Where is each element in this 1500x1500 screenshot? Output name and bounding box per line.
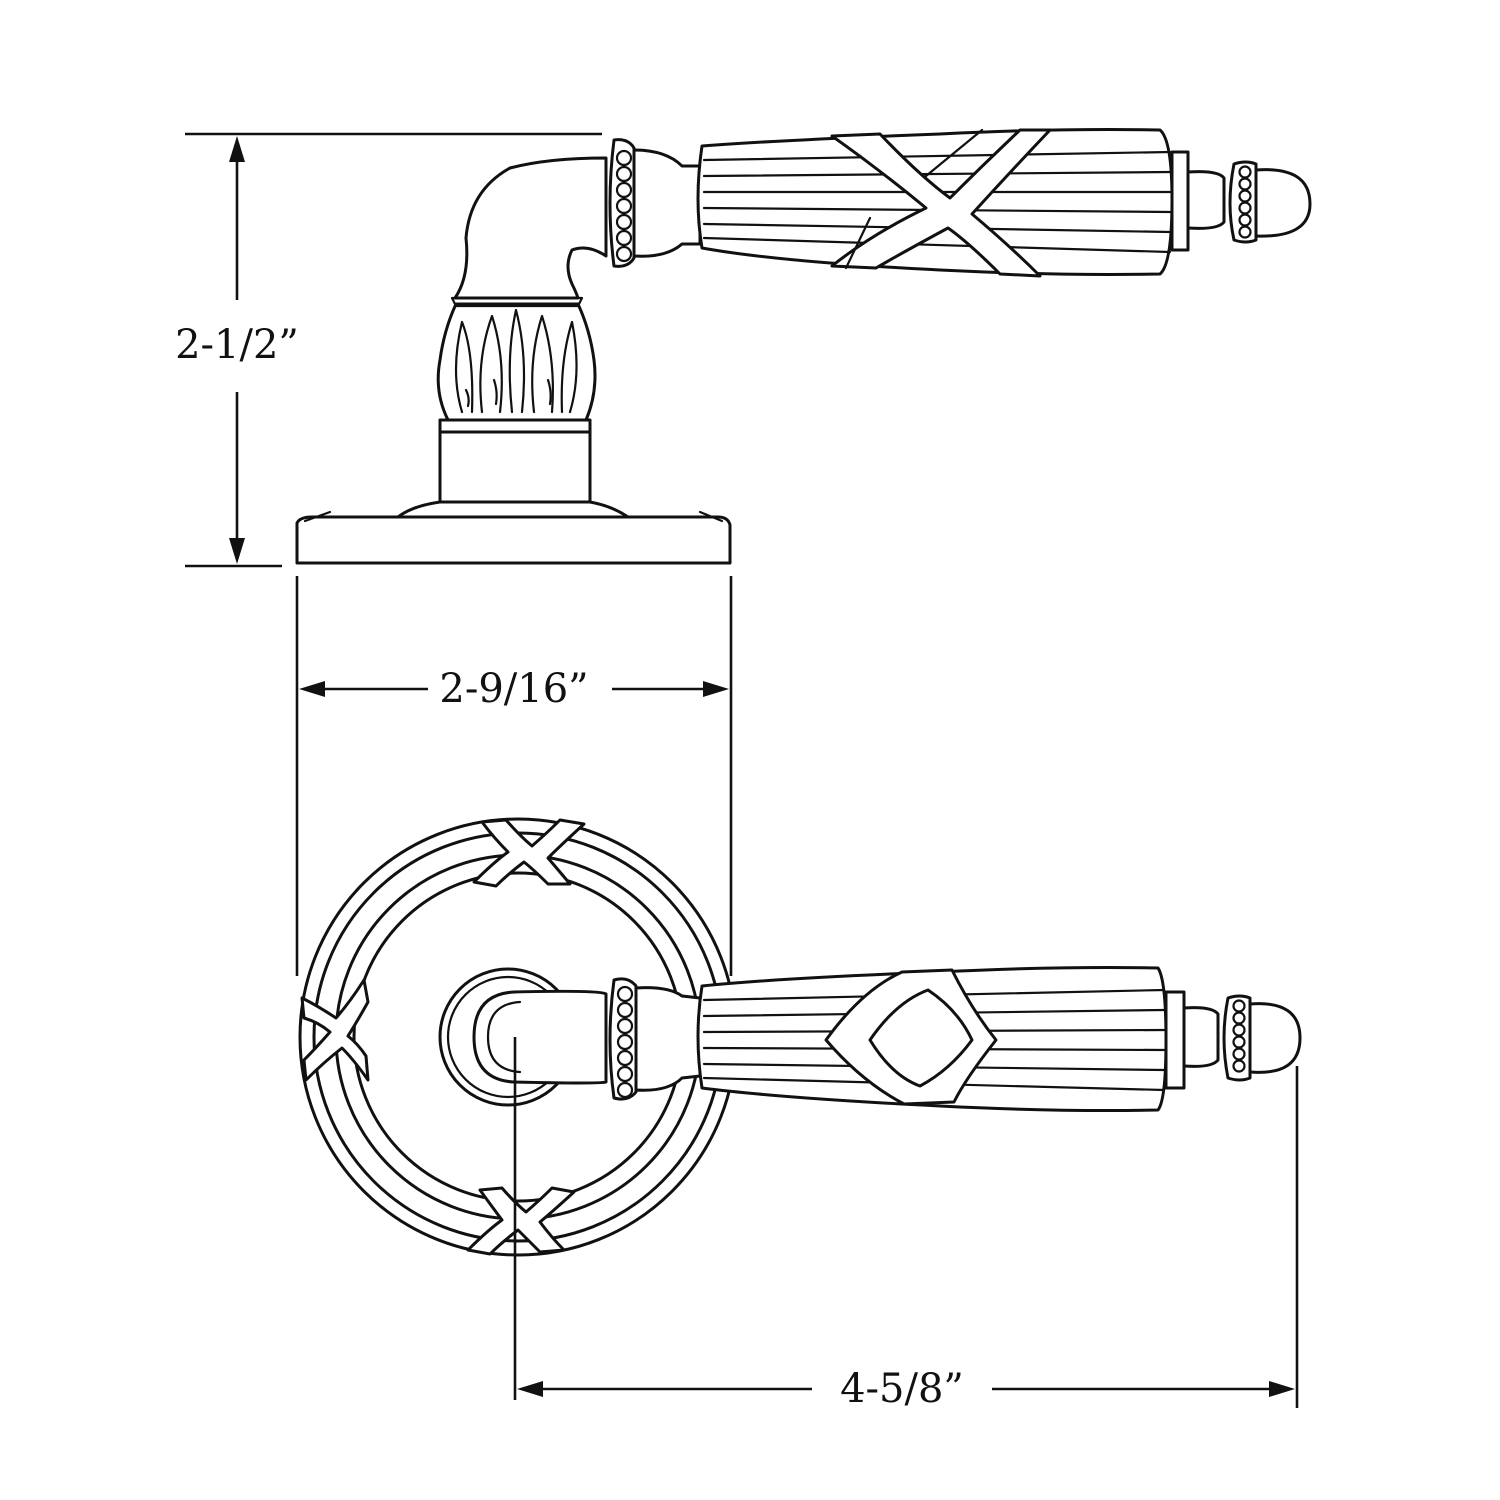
front-view bbox=[298, 817, 1302, 1400]
front-finial bbox=[1164, 990, 1302, 1090]
projection-dimension: 4-5/8” bbox=[517, 1066, 1299, 1412]
front-ribbon-bottom bbox=[466, 1186, 576, 1256]
projection-label: 4-5/8” bbox=[840, 1366, 964, 1412]
front-ribbon-left bbox=[300, 978, 370, 1082]
front-ribbon-top bbox=[472, 818, 586, 888]
front-hub bbox=[438, 967, 702, 1107]
side-bead-ring bbox=[608, 138, 702, 268]
side-finial bbox=[1170, 150, 1312, 252]
side-view bbox=[295, 128, 1312, 565]
side-handle bbox=[696, 128, 1174, 278]
rose-diameter-dimension: 2-9/16” bbox=[295, 576, 733, 976]
side-rose-plate bbox=[295, 500, 732, 565]
rose-diameter-label: 2-9/16” bbox=[439, 666, 588, 712]
side-elbow bbox=[453, 156, 608, 300]
height-label: 2-1/2” bbox=[175, 322, 299, 368]
height-dimension: 2-1/2” bbox=[175, 132, 602, 568]
front-handle bbox=[696, 966, 1168, 1112]
side-shank bbox=[436, 296, 597, 504]
